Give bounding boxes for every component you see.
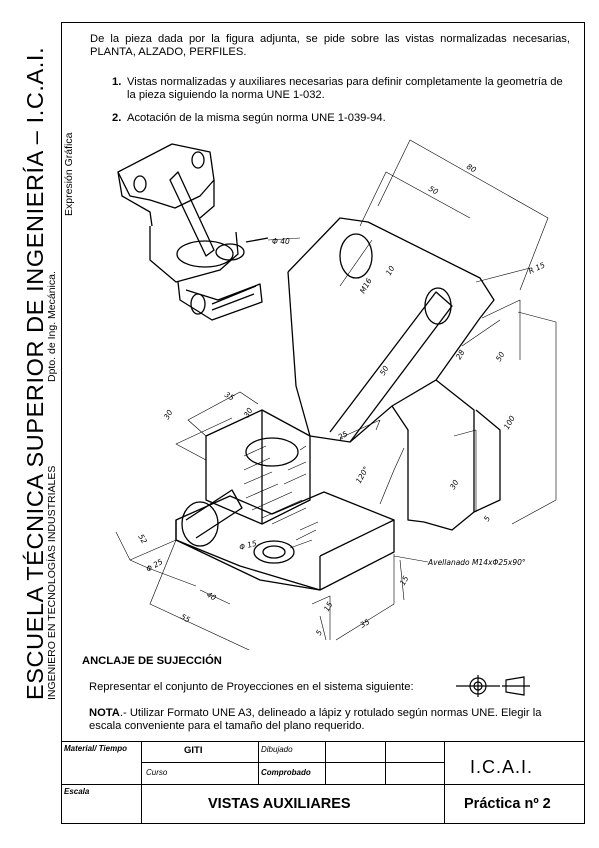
dim-28: 28 <box>454 348 467 361</box>
note-label: NOTA <box>89 707 120 719</box>
dim-30-right: 30 <box>448 478 461 491</box>
dim-120: 120° <box>354 465 371 485</box>
dim-15-bottom: 15 <box>322 600 335 613</box>
titleblock-col-5 <box>444 741 446 824</box>
dim-phi-40: Φ 40 <box>272 237 290 246</box>
dimension-lines <box>115 139 557 650</box>
comprobado-label: Comprobado <box>261 768 311 777</box>
item-number: 2. <box>112 112 122 124</box>
titleblock-col-4 <box>385 741 386 784</box>
drawing-frame <box>61 22 585 824</box>
dim-35: 35 <box>223 390 236 403</box>
note-text: .- Utilizar Formato UNE A3, delineado a … <box>89 707 542 732</box>
dim-100: 100 <box>502 414 517 431</box>
dim-15-right: 15 <box>398 574 411 587</box>
titleblock-row-line <box>141 762 444 763</box>
dim-80: 80 <box>465 162 478 175</box>
item-text: Vistas normalizadas y auxiliares necesar… <box>127 76 563 101</box>
dim-5: 5 <box>482 514 492 523</box>
material-label: Material/ Tiempo <box>64 744 127 753</box>
titleblock-divider <box>61 784 585 786</box>
titleblock-col-2 <box>258 741 259 784</box>
dibujado-label: Dibujado <box>261 745 293 754</box>
dim-52: 52 <box>136 533 149 546</box>
escala-label: Escala <box>64 787 90 796</box>
dim-phi-25: Φ 25 <box>145 557 165 574</box>
dim-m16: M16 <box>358 276 374 295</box>
drawing-title: VISTAS AUXILIARES <box>208 796 351 812</box>
dim-r15: R 15 <box>527 260 547 275</box>
dim-50-rib: 50 <box>378 364 391 377</box>
projection-instruction: Representar el conjunto de Proyecciones … <box>89 681 414 693</box>
school-name: ESCUELA TÉCNICA SUPERIOR DE INGENIERÍA –… <box>22 46 48 700</box>
isometric-drawing: 80 50 Φ 40 R 15 M16 10 50 28 50 100 30 1… <box>115 139 557 650</box>
avellanado-label: Avellanado M14xΦ25x90° <box>427 558 526 567</box>
item-number: 1. <box>112 76 122 88</box>
dim-40: 40 <box>205 590 218 603</box>
dim-30-mid: 30 <box>242 406 255 419</box>
statement-item-1: 1. Vistas normalizadas y auxiliares neces… <box>112 76 570 101</box>
practice-number: Práctica nº 2 <box>464 796 551 812</box>
giti-value: GITI <box>184 745 203 756</box>
section-hatching <box>243 445 319 549</box>
main-piece <box>175 217 501 591</box>
item-text: Acotación de la misma según norma UNE 1-… <box>127 112 386 124</box>
dim-5-bottom: 5 <box>314 628 324 637</box>
dim-50-right: 50 <box>494 350 507 363</box>
statement-intro: De la pieza dada por la figura adjunta, … <box>90 33 570 58</box>
dim-55: 55 <box>179 612 192 625</box>
dim-35-bottom: 35 <box>359 617 372 630</box>
degree-name: INGENIERO EN TECNOLOGÍAS INDUSTRIALES <box>46 465 58 700</box>
titleblock-top-border <box>61 741 585 743</box>
projection-symbol <box>456 675 530 697</box>
department-name: Dpto. de Ing. Mecánica. <box>46 271 58 382</box>
note: NOTA.- Utilizar Formato UNE A3, delinead… <box>89 707 574 733</box>
dim-10: 10 <box>384 264 397 277</box>
organization-name: I.C.A.I. <box>470 757 534 777</box>
dim-50-top: 50 <box>427 184 440 197</box>
dim-30-top: 30 <box>162 408 175 421</box>
titleblock-col-3 <box>325 741 326 784</box>
statement-item-2: 2. Acotación de la misma según norma UNE … <box>112 112 570 125</box>
section-heading: ANCLAJE DE SUJECCIÓN <box>82 655 222 667</box>
curso-label: Curso <box>146 768 168 777</box>
reference-view <box>117 143 269 321</box>
dim-25: 25 <box>337 429 350 442</box>
titleblock-col-1 <box>141 741 142 824</box>
